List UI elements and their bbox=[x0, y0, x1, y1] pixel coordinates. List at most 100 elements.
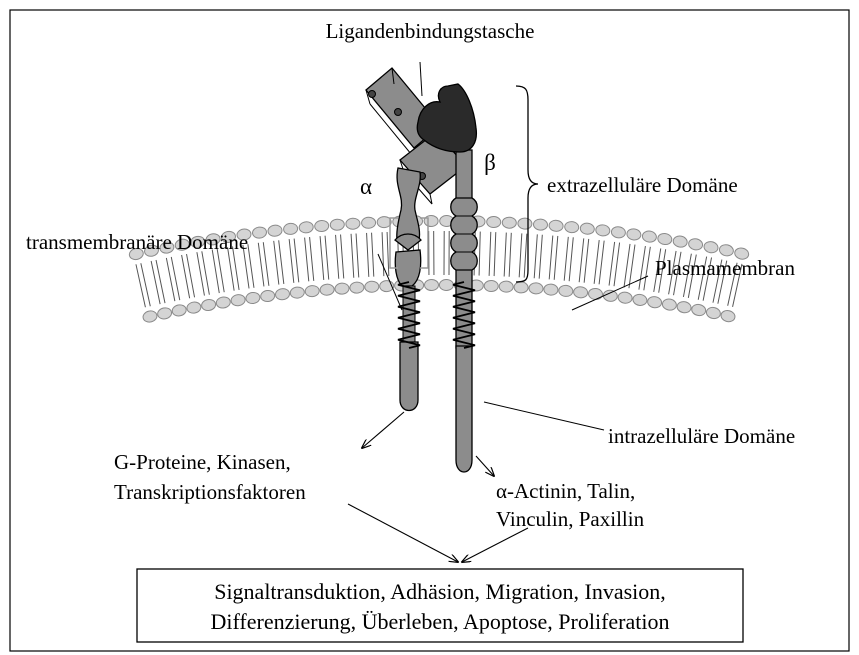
lipid-head-outer bbox=[171, 304, 187, 317]
lipid-tail bbox=[639, 246, 650, 290]
lipid-head-inner bbox=[657, 232, 673, 245]
lipid-head-inner bbox=[580, 223, 595, 235]
alpha-cytoplasmic-tail bbox=[400, 342, 418, 411]
extracellular-label: extrazelluläre Domäne bbox=[547, 173, 738, 197]
lipid-tail bbox=[274, 240, 284, 284]
lipid-tail bbox=[351, 234, 359, 278]
lipid-tail bbox=[534, 234, 542, 278]
lipid-head-inner bbox=[626, 228, 641, 241]
lipid-head-outer bbox=[305, 285, 320, 297]
lipid-tail bbox=[367, 233, 374, 277]
lipid-head-inner bbox=[595, 224, 610, 237]
lipid-tail bbox=[136, 263, 150, 307]
lipid-head-outer bbox=[484, 280, 498, 292]
lipid-head-inner bbox=[299, 221, 314, 233]
beta-i-like-domain bbox=[417, 84, 476, 152]
lipid-head-inner bbox=[642, 230, 657, 243]
lipid-head-inner bbox=[518, 218, 533, 230]
beta-targets-line1: α-Actinin, Talin, bbox=[496, 479, 635, 503]
alpha-calf-upper bbox=[395, 234, 421, 250]
lipid-head-outer bbox=[588, 288, 603, 301]
lipid-tail bbox=[258, 242, 269, 286]
lipid-head-inner bbox=[346, 218, 361, 230]
lipid-tail bbox=[182, 254, 195, 298]
ligand-pocket-pointer bbox=[420, 62, 422, 96]
lipid-head-inner bbox=[703, 240, 719, 253]
lipid-head-inner bbox=[564, 221, 579, 233]
lipid-tail bbox=[444, 231, 449, 275]
lipid-head-outer bbox=[499, 281, 514, 293]
beta-subunit bbox=[417, 84, 477, 472]
lipid-head-outer bbox=[573, 286, 588, 298]
lipid-head-inner bbox=[361, 217, 376, 229]
beta-targets-line2: Vinculin, Paxillin bbox=[496, 507, 645, 531]
lipid-tail bbox=[197, 251, 209, 295]
lipid-head-inner bbox=[502, 217, 517, 229]
alpha-leg bbox=[397, 168, 421, 240]
outcome-line1: Signaltransduktion, Adhäsion, Migration,… bbox=[214, 579, 666, 604]
transmembrane-label: transmembranäre Domäne bbox=[26, 230, 248, 254]
lipid-head-inner bbox=[672, 235, 688, 248]
lipid-tail bbox=[624, 244, 635, 288]
lipid-tail bbox=[305, 237, 314, 281]
alpha-tail-arrow bbox=[362, 412, 404, 448]
alpha-targets-arrow bbox=[348, 504, 458, 562]
lipid-tail bbox=[549, 236, 558, 280]
lipid-head-inner bbox=[533, 219, 548, 231]
beta-targets-arrow bbox=[462, 528, 528, 562]
lipid-head-outer bbox=[662, 298, 678, 311]
lipid-tail bbox=[320, 236, 329, 280]
lipid-head-outer bbox=[529, 282, 544, 294]
alpha-calf-lower bbox=[395, 250, 420, 286]
ligand-pocket-label: Ligandenbindungstasche bbox=[326, 19, 535, 43]
lipid-tail bbox=[594, 240, 604, 284]
lipid-head-outer bbox=[365, 281, 380, 293]
lipid-head-outer bbox=[514, 281, 529, 293]
outcome-line2: Differenzierung, Überleben, Apoptose, Pr… bbox=[210, 609, 669, 634]
lipid-head-inner bbox=[283, 223, 298, 235]
lipid-head-inner bbox=[611, 226, 626, 239]
lipid-head-outer bbox=[350, 282, 365, 294]
lipid-head-outer bbox=[335, 283, 350, 295]
lipid-tail bbox=[429, 231, 434, 275]
alpha-label: α bbox=[360, 174, 372, 199]
lipid-head-inner bbox=[377, 216, 391, 228]
lipid-head-outer bbox=[543, 284, 558, 296]
lipid-head-outer bbox=[230, 294, 245, 307]
lipid-tail bbox=[166, 257, 179, 301]
lipid-head-outer bbox=[290, 286, 305, 298]
beta-tail-arrow bbox=[476, 456, 494, 476]
lipid-head-inner bbox=[549, 220, 564, 232]
lipid-tail bbox=[382, 232, 389, 276]
lipid-head-outer bbox=[142, 310, 158, 324]
lipid-head-outer bbox=[216, 296, 232, 309]
lipid-tail bbox=[212, 249, 224, 293]
lipid-head-outer bbox=[439, 279, 453, 290]
plasma-membrane-label: Plasmamembran bbox=[655, 256, 795, 280]
lipid-head-inner bbox=[330, 219, 345, 231]
lipid-head-outer bbox=[691, 303, 707, 316]
lipid-head-inner bbox=[267, 224, 282, 237]
lipid-tail bbox=[564, 237, 573, 281]
lipid-tail bbox=[151, 260, 165, 304]
intracellular-pointer bbox=[484, 402, 604, 430]
lipid-head-outer bbox=[245, 292, 260, 305]
lipid-head-inner bbox=[424, 215, 438, 226]
lipid-tail bbox=[519, 233, 527, 277]
lipid-head-outer bbox=[558, 285, 573, 297]
lipid-head-outer bbox=[186, 301, 202, 314]
lipid-head-inner bbox=[252, 226, 267, 239]
lipid-head-outer bbox=[647, 296, 663, 309]
lipid-tail bbox=[609, 242, 620, 286]
lipid-head-outer bbox=[275, 288, 290, 301]
extracellular-brace bbox=[516, 86, 538, 282]
alpha-targets-line1: G-Proteine, Kinasen, bbox=[114, 450, 291, 474]
lipid-head-outer bbox=[424, 279, 438, 290]
intracellular-label: intrazelluläre Domäne bbox=[608, 424, 795, 448]
lipid-head-outer bbox=[705, 306, 721, 320]
lipid-head-outer bbox=[260, 290, 275, 303]
lipid-head-outer bbox=[617, 291, 632, 304]
lipid-tail bbox=[489, 232, 496, 276]
